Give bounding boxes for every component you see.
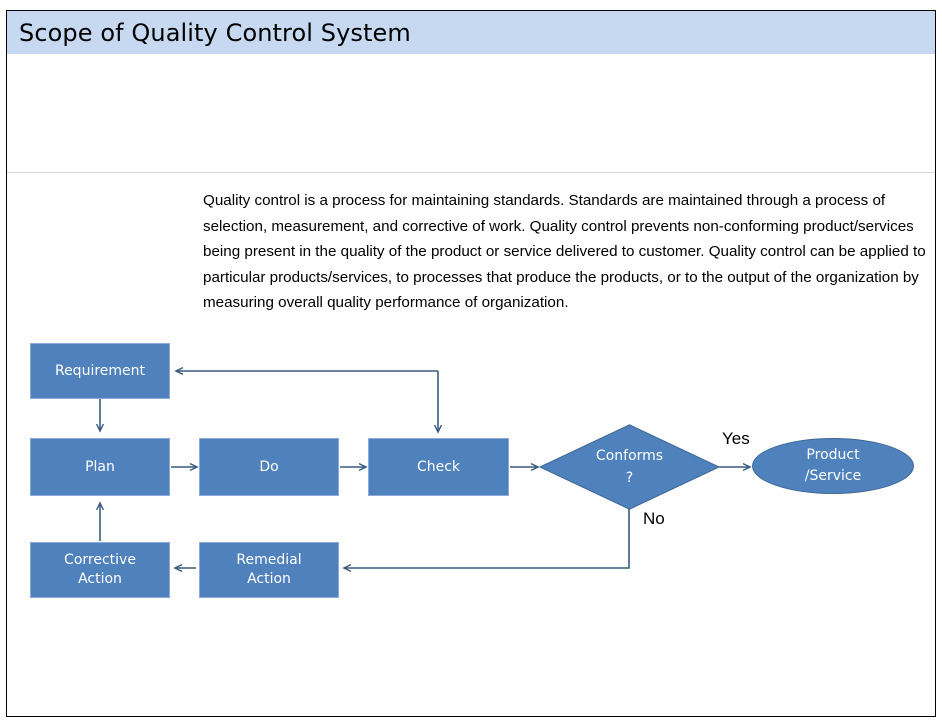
node-conforms-decision[interactable]: Conforms ?: [539, 424, 720, 510]
node-remedial-action[interactable]: Remedial Action: [199, 542, 339, 598]
node-remedial-action-label: Remedial Action: [236, 552, 302, 587]
node-do[interactable]: Do: [199, 438, 339, 496]
node-check[interactable]: Check: [368, 438, 509, 496]
node-corrective-action-label: Corrective Action: [64, 552, 136, 587]
branch-label-no: No: [643, 509, 665, 528]
node-plan-label: Plan: [85, 458, 115, 475]
node-requirement[interactable]: Requirement: [30, 343, 170, 399]
node-product-service[interactable]: Product /Service: [752, 438, 914, 494]
page-title: Scope of Quality Control System: [19, 18, 411, 47]
node-corrective-action[interactable]: Corrective Action: [30, 542, 170, 598]
body-paragraph: Quality control is a process for maintai…: [203, 192, 926, 311]
node-do-label: Do: [259, 458, 279, 475]
diamond-shape: [539, 424, 720, 510]
node-product-service-label: Product /Service: [804, 447, 862, 484]
node-requirement-label: Requirement: [54, 362, 146, 379]
slide-title-bar: Scope of Quality Control System: [7, 11, 935, 54]
node-check-label: Check: [416, 458, 461, 475]
content-divider: [7, 172, 935, 173]
branch-label-yes: Yes: [722, 429, 750, 448]
slide-frame: [6, 10, 936, 717]
node-conforms-label: Conforms ?: [595, 448, 664, 486]
node-plan[interactable]: Plan: [30, 438, 170, 496]
